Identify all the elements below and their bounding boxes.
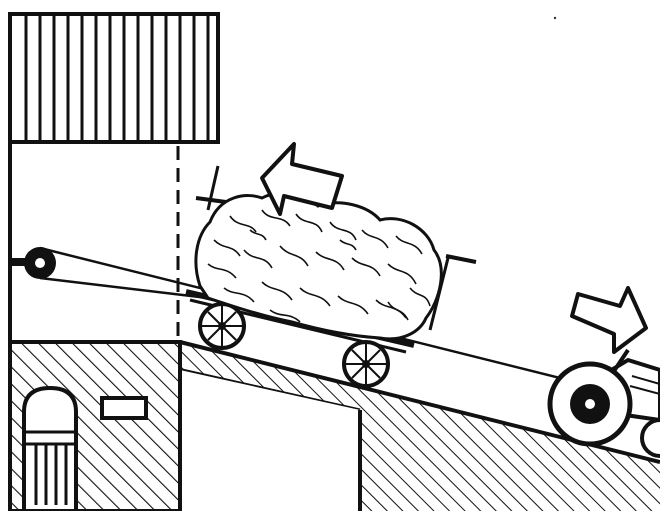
wagon-wheel-rear xyxy=(200,304,244,348)
window-icon xyxy=(102,398,146,418)
barn-upper-cladding xyxy=(10,14,218,142)
door-icon xyxy=(24,388,76,511)
speck xyxy=(554,17,556,19)
wagon-wheel-front xyxy=(344,342,388,386)
pulley-icon xyxy=(10,247,56,279)
arrow-right-icon xyxy=(572,288,646,352)
